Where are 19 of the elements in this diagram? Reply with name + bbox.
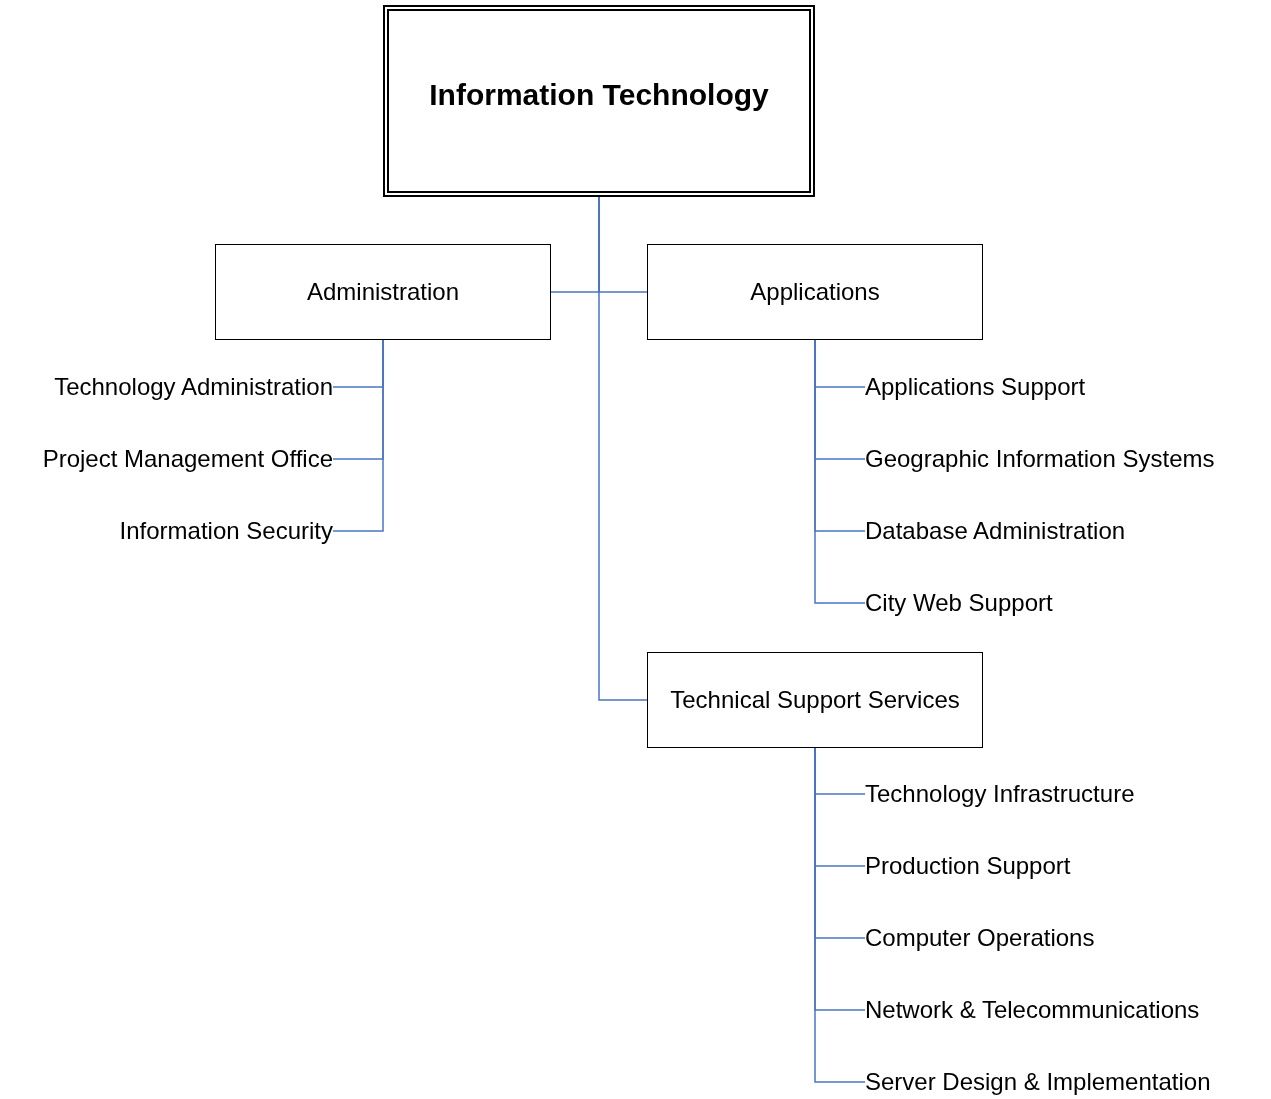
department-box: Information Technology — [383, 5, 815, 197]
unit-label: Server Design & Implementation — [865, 1068, 1211, 1096]
unit-label: Geographic Information Systems — [865, 445, 1215, 473]
connector-line — [598, 196, 648, 701]
unit-label: Production Support — [865, 852, 1071, 880]
unit-label: Project Management Office — [42, 445, 333, 473]
unit-label: Information Security — [119, 517, 333, 545]
unit-label: Applications Support — [865, 373, 1086, 401]
unit-label: Technology Administration — [54, 373, 333, 401]
division-box: Administration — [215, 244, 551, 340]
division-box: Applications — [647, 244, 983, 340]
unit-label: Database Administration — [865, 517, 1126, 545]
unit-label: City Web Support — [865, 589, 1053, 617]
unit-label: Computer Operations — [865, 924, 1095, 952]
connector-line — [332, 339, 384, 532]
unit-label: Network & Telecommunications — [865, 996, 1200, 1024]
connector-line — [814, 339, 866, 604]
unit-label: Technology Infrastructure — [865, 780, 1135, 808]
division-box: Technical Support Services — [647, 652, 983, 748]
